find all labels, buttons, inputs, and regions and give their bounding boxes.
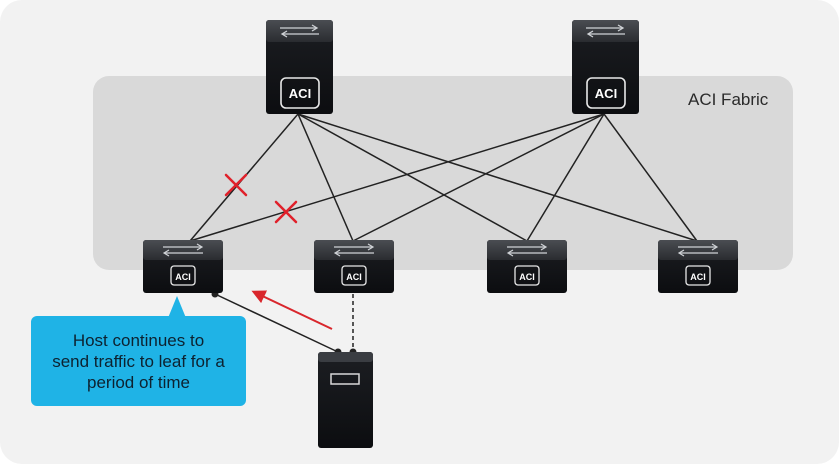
link-spine2-leaf4 <box>603 113 698 242</box>
spine-switch-2: ACI <box>572 20 639 114</box>
aci-badge: ACI <box>595 86 617 101</box>
switch-icon <box>586 24 625 38</box>
callout-box: Host continues to send traffic to leaf f… <box>31 316 246 406</box>
switch-icon <box>677 243 719 257</box>
aci-fabric-zone <box>93 76 793 270</box>
aci-badge: ACI <box>519 272 535 282</box>
callout-pointer <box>168 296 186 318</box>
spine-switch-1: ACI <box>266 20 333 114</box>
aci-badge: ACI <box>289 86 311 101</box>
aci-fabric-label: ACI Fabric <box>688 90 769 109</box>
link-spine2-leaf2 <box>352 113 605 242</box>
switch-icon <box>280 24 319 38</box>
host-server <box>318 352 373 448</box>
aci-badge: ACI <box>175 272 191 282</box>
switch-icon <box>162 243 204 257</box>
x-mark-icon <box>274 200 298 224</box>
x-mark-icon <box>224 173 248 197</box>
leaf-switch-3: ACI <box>487 240 567 293</box>
link-spine1-leaf2 <box>297 113 354 242</box>
switch-icon <box>333 243 375 257</box>
aci-badge: ACI <box>690 272 706 282</box>
host-link-leaf1 <box>214 293 339 353</box>
link-spine1-leaf3 <box>297 113 528 242</box>
fabric-links <box>189 113 698 242</box>
leaf-switch-2: ACI <box>314 240 394 293</box>
leaf-switch-4: ACI <box>658 240 738 293</box>
traffic-arrow <box>251 290 333 330</box>
server-icon <box>330 373 360 385</box>
link-spine2-leaf3 <box>526 113 605 242</box>
link-spine2-leaf1 <box>189 113 605 242</box>
leaf-switch-1: ACI <box>143 240 223 293</box>
aci-badge: ACI <box>346 272 362 282</box>
switch-icon <box>506 243 548 257</box>
link-spine1-leaf4 <box>297 113 698 242</box>
